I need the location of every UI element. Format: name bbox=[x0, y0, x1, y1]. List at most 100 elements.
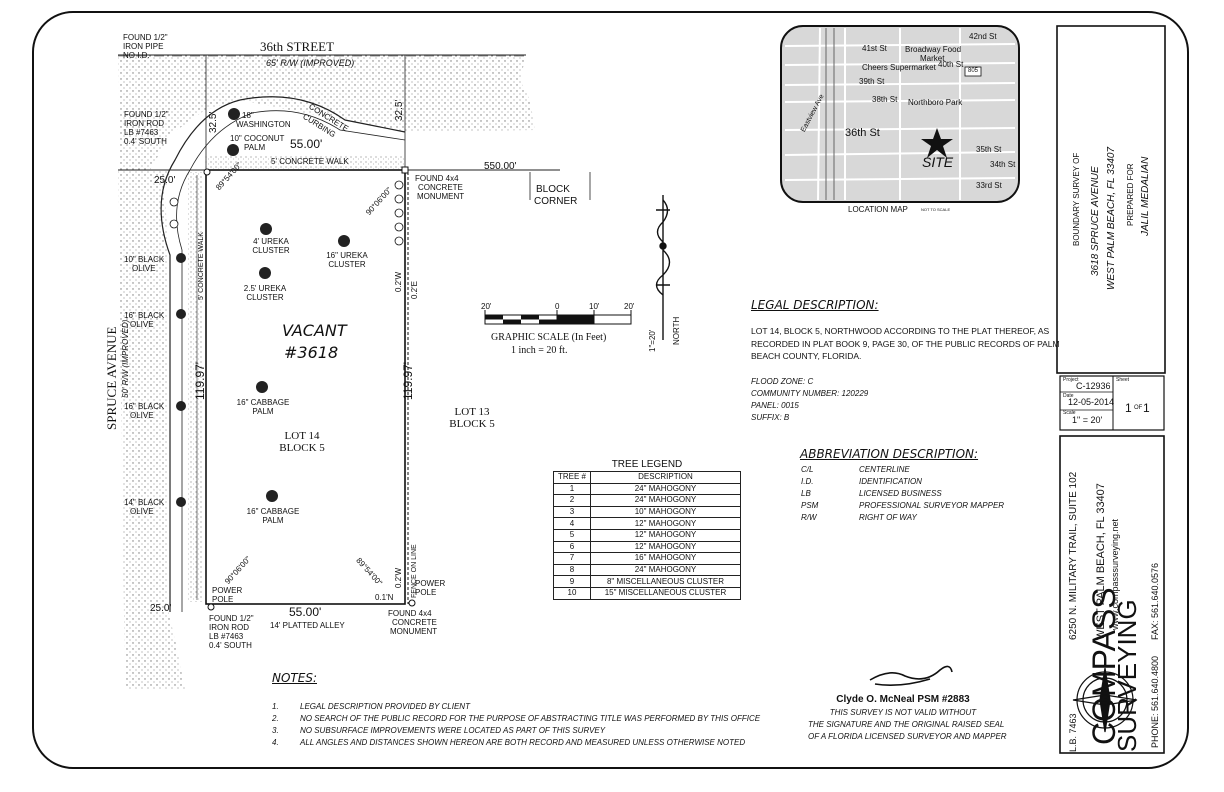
map-label-41st: 41st St bbox=[862, 44, 887, 53]
tree-num: 10 bbox=[553, 586, 591, 600]
iron-rod-sw bbox=[207, 603, 215, 611]
label-tree-coconut-2: PALM bbox=[244, 143, 266, 152]
tree-num: 9 bbox=[553, 575, 591, 588]
flood-zone: FLOOD ZONE: C bbox=[751, 377, 814, 386]
label-concrete-walk-top: 5' CONCRETE WALK bbox=[271, 157, 349, 166]
tree-desc: 12" MAHOGONY bbox=[590, 528, 741, 542]
label-power-pole-left-1: POWER bbox=[212, 586, 243, 595]
label-lot14-1: LOT 14 bbox=[284, 430, 320, 442]
note-1: LEGAL DESCRIPTION PROVIDED BY CLIENT bbox=[300, 702, 470, 711]
dim-bottom-offset: 0.1'N bbox=[375, 593, 394, 602]
dim-east-offset-top: 0.2'W bbox=[394, 271, 403, 292]
street-name-36th: 36th STREET bbox=[260, 39, 335, 54]
sheet-border bbox=[32, 11, 1189, 769]
location-map-streets bbox=[784, 27, 1016, 201]
tree-number-markers bbox=[169, 180, 404, 246]
project-scale: 1" = 20' bbox=[1072, 415, 1103, 425]
tree-num: 1 bbox=[553, 482, 591, 496]
tree-legend-header: TREE # DESCRIPTION bbox=[553, 471, 741, 484]
tree-desc: 12" MAHOGONY bbox=[590, 517, 741, 530]
tree-legend-header-num: TREE # bbox=[553, 471, 591, 484]
label-ureka4-2: CLUSTER bbox=[252, 246, 290, 255]
label-iron-rod-bottom-4: 0.4' SOUTH bbox=[209, 641, 252, 650]
abbrev-val-4: PROFESSIONAL SURVEYOR MAPPER bbox=[859, 501, 1005, 510]
surveyor-signature bbox=[869, 665, 953, 686]
dim-corner-nw: 25.0' bbox=[154, 175, 176, 186]
label-olive10-2: OLIVE bbox=[132, 264, 156, 273]
label-iron-rod-top-3: LB #7463 bbox=[124, 128, 159, 137]
note-num-1: 1. bbox=[272, 702, 279, 711]
map-label-cheers: Cheers Supermarket bbox=[862, 63, 936, 72]
project-block-frame bbox=[1059, 375, 1165, 431]
flood-community: COMMUNITY NUMBER: 120229 bbox=[751, 389, 869, 398]
compass-logo-icon bbox=[1072, 667, 1138, 733]
sheet-number: 1 bbox=[1125, 401, 1132, 415]
label-lot14-2: BLOCK 5 bbox=[279, 442, 325, 454]
label-alley: 14' PLATTED ALLEY bbox=[270, 621, 345, 630]
label-ureka16-1: 16" UREKA bbox=[326, 251, 368, 260]
sidewalk-side bbox=[188, 172, 203, 602]
abbrev-title: ABBREVIATION DESCRIPTION: bbox=[800, 447, 979, 461]
tree-olive14 bbox=[176, 497, 186, 507]
map-label-40th: 40th St bbox=[938, 60, 964, 69]
label-ureka16-2: CLUSTER bbox=[328, 260, 366, 269]
map-label-northboro: Northboro Park bbox=[908, 98, 963, 107]
dim-corner-sw: 25.0' bbox=[150, 603, 172, 614]
label-concrete-top-2: CONCRETE bbox=[418, 183, 463, 192]
abbrev-key-5: R/W bbox=[801, 513, 817, 522]
company-fax: FAX: 561.640.0576 bbox=[1150, 562, 1160, 640]
scale-title: GRAPHIC SCALE (In Feet) bbox=[491, 332, 607, 343]
label-power-pole-right-1: POWER bbox=[415, 579, 446, 588]
label-iron-rod-bottom-3: LB #7463 bbox=[209, 632, 244, 641]
company-address-1: 6250 N. MILITARY TRAIL, SUITE 102 bbox=[1068, 471, 1079, 640]
tree-desc: 24" MAHOGONY bbox=[590, 494, 741, 507]
north-arrow bbox=[655, 195, 671, 340]
project-date: 12-05-2014 bbox=[1068, 397, 1115, 407]
label-olive16a-1: 16" BLACK bbox=[124, 311, 165, 320]
concrete-curbing bbox=[160, 96, 406, 612]
map-label-36th: 36th St bbox=[845, 127, 880, 139]
tree-olive16a bbox=[176, 309, 186, 319]
abbrev-key-1: C/L bbox=[801, 465, 814, 474]
label-block-corner-2: CORNER bbox=[534, 196, 578, 207]
tree-desc: 24" MAHOGONY bbox=[590, 563, 741, 577]
note-num-4: 4. bbox=[272, 738, 279, 747]
company-block-frame bbox=[1059, 435, 1165, 754]
label-concrete-top-3: MONUMENT bbox=[417, 192, 465, 201]
tree-coconut bbox=[227, 144, 239, 156]
label-vacant-1: VACANT bbox=[282, 321, 347, 340]
label-tree-washington-2: WASHINGTON bbox=[236, 120, 291, 129]
street-row-36th: 65' R/W (IMPROVED) bbox=[266, 58, 355, 68]
map-label-42nd: 42nd St bbox=[969, 32, 997, 41]
tree-num: 2 bbox=[553, 494, 591, 507]
tree-desc: 12" MAHOGONY bbox=[590, 540, 741, 554]
notes-title: NOTES: bbox=[272, 671, 317, 685]
sidewalk-top bbox=[205, 155, 405, 169]
tree-desc: 8" MISCELLANEOUS CLUSTER bbox=[590, 575, 741, 588]
abbrev-val-3: LICENSED BUSINESS bbox=[859, 489, 942, 498]
scale-label: Scale bbox=[1063, 410, 1076, 416]
map-label-broadway: Broadway Food bbox=[905, 45, 962, 54]
label-olive14-2: OLIVE bbox=[130, 507, 154, 516]
dim-setback-left: 32.5' bbox=[208, 111, 219, 133]
location-map-caption: LOCATION MAP bbox=[848, 205, 908, 214]
label-concrete-top-1: FOUND 4x4 bbox=[415, 174, 459, 183]
dim-east: 119.97' bbox=[401, 361, 415, 400]
route-805-badge bbox=[964, 66, 982, 77]
street-pavement-west bbox=[118, 170, 185, 690]
tree-desc: 10" MAHOGONY bbox=[590, 505, 741, 519]
company-phone: PHONE: 561.640.4800 bbox=[1150, 655, 1160, 748]
abbrev-val-2: IDENTIFICATION bbox=[859, 477, 922, 486]
company-lb: L.B. 7463 bbox=[1068, 713, 1078, 752]
abbrev-val-5: RIGHT OF WAY bbox=[859, 513, 917, 522]
label-cabbage-a-1: 16" CABBAGE bbox=[236, 398, 290, 407]
label-block-corner-1: BLOCK bbox=[536, 184, 570, 195]
note-num-2: 2. bbox=[272, 714, 279, 723]
label-cabbage-b-2: PALM bbox=[262, 516, 284, 525]
